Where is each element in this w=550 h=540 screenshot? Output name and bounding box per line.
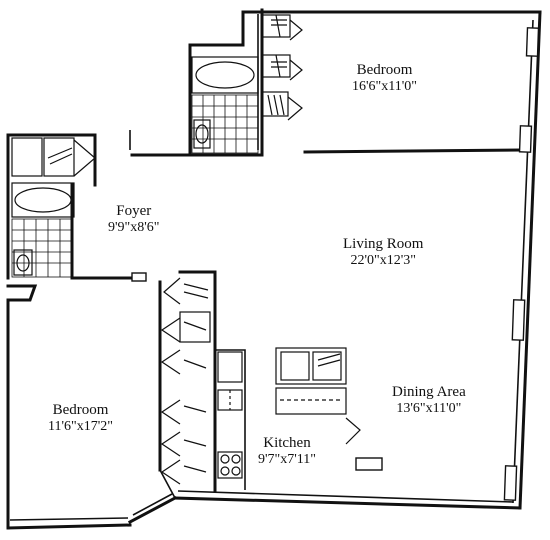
room-name: Dining Area [392,384,466,400]
room-dimensions: 16'6"x11'0" [352,79,417,95]
foyer-closet-bath [11,137,96,278]
exterior-walls [6,10,542,530]
room-label-living-room: Living Room 22'0"x12'3" [343,236,423,269]
room-name: Bedroom [356,62,413,78]
room-label-bedroom-top: Bedroom 16'6"x11'0" [352,62,417,95]
kitchen-appliances [217,351,243,479]
room-label-bedroom-left: Bedroom 11'6"x17'2" [48,402,113,435]
windows [131,27,540,501]
dining-cabinets [275,347,361,445]
top-bathroom [191,56,259,154]
room-label-kitchen: Kitchen 9'7"x7'11" [258,435,316,468]
room-dimensions: 11'6"x17'2" [48,419,113,435]
room-name: Bedroom [52,402,109,418]
top-closets [261,14,303,121]
room-dimensions: 9'9"x8'6" [108,220,160,236]
room-dimensions: 22'0"x12'3" [350,253,416,269]
room-dimensions: 13'6"x11'0" [396,401,462,417]
room-name: Kitchen [263,435,311,451]
room-name: Foyer [116,203,152,219]
room-label-foyer: Foyer 9'9"x8'6" [108,203,159,236]
room-label-dining-area: Dining Area 13'6"x11'0" [392,384,466,417]
interior-walls [6,8,522,499]
left-bedroom-closets [160,277,211,485]
room-dimensions: 9'7"x7'11" [258,452,316,468]
room-name: Living Room [343,236,424,252]
